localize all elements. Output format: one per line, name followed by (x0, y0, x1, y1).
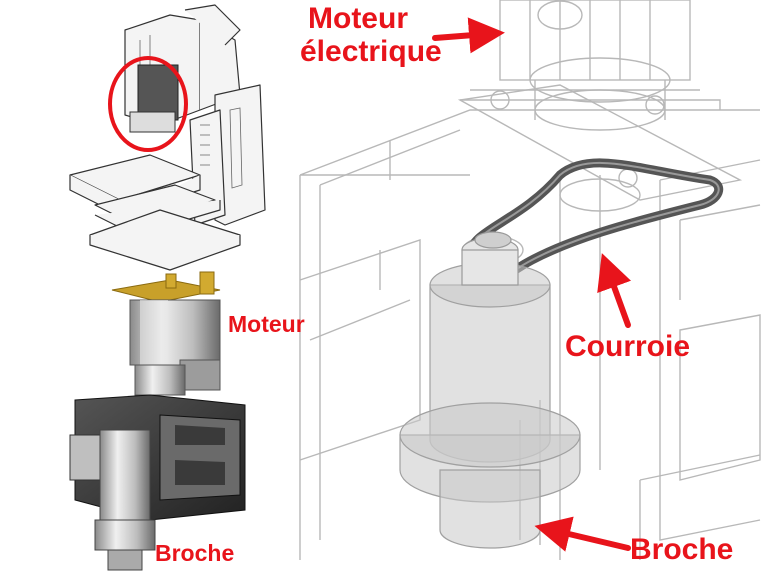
label-motor-electric: Moteur électrique (300, 2, 442, 68)
label-spindle-right: Broche (630, 533, 734, 566)
arrow-spindle-right (534, 516, 631, 552)
label-motor-small: Moteur (228, 311, 305, 337)
label-motor-electric-line1: Moteur (308, 2, 408, 35)
label-spindle-small: Broche (155, 540, 235, 566)
label-belt: Courroie (565, 330, 691, 363)
arrow-motor-electric (432, 17, 505, 54)
arrow-belt (597, 253, 632, 328)
label-motor-electric-line2: électrique (300, 35, 442, 68)
highlight-circle (108, 56, 188, 152)
